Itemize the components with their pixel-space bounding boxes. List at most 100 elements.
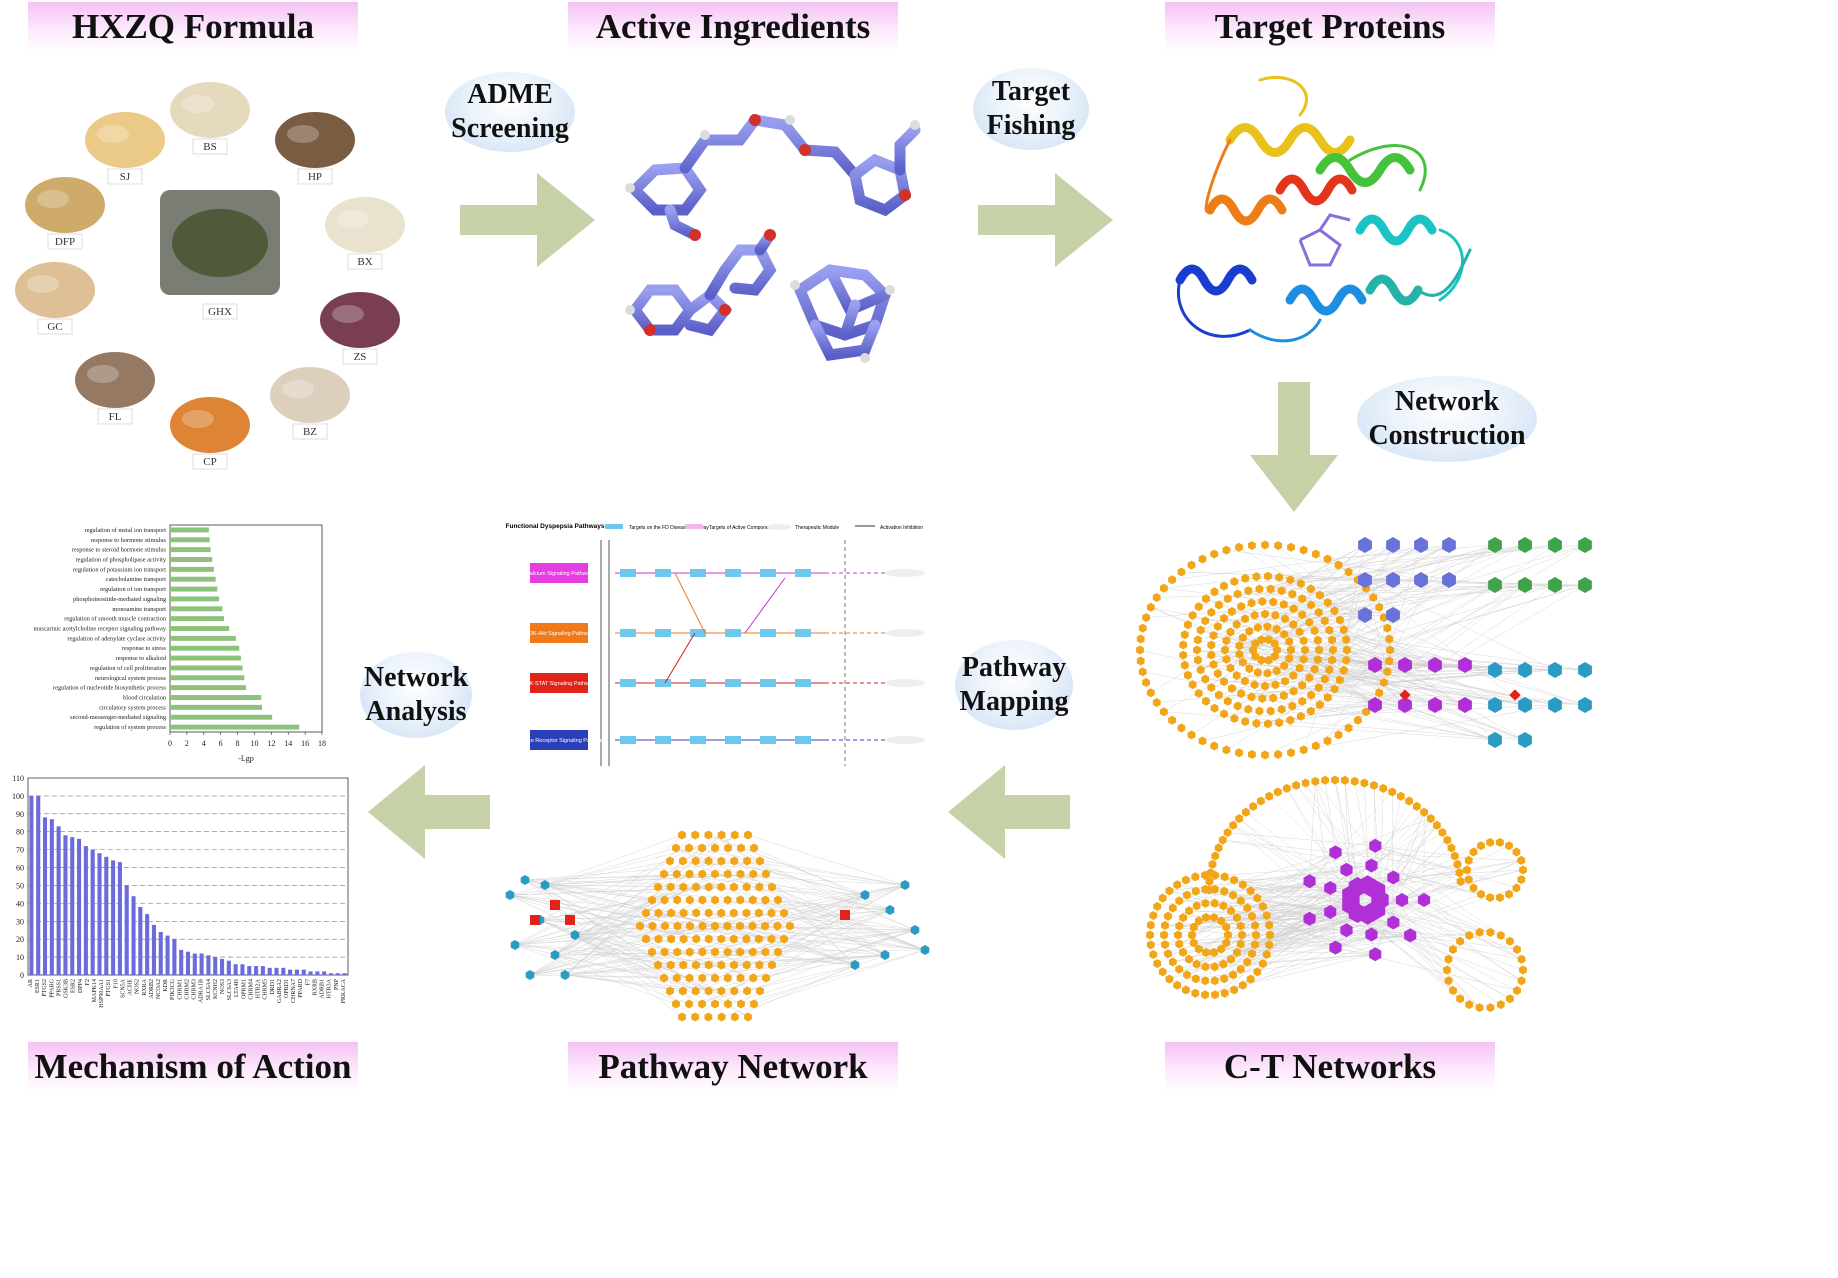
compound-node bbox=[1180, 660, 1189, 670]
compound-node bbox=[1221, 645, 1229, 655]
atoms bbox=[625, 115, 920, 363]
compound-node bbox=[1517, 976, 1526, 986]
compound-node bbox=[1244, 586, 1253, 596]
network-edge bbox=[740, 949, 926, 1005]
target-node bbox=[1329, 845, 1342, 860]
network-edge bbox=[688, 847, 906, 886]
network-edge bbox=[1281, 544, 1450, 710]
target-node bbox=[1442, 537, 1456, 553]
compound-node bbox=[698, 921, 707, 931]
compound-node bbox=[1253, 967, 1262, 977]
target-node bbox=[1488, 732, 1502, 748]
therapeutic-module bbox=[885, 679, 925, 687]
network-edge bbox=[1250, 845, 1376, 892]
compound-node bbox=[1210, 703, 1219, 713]
compound-node bbox=[1456, 936, 1464, 946]
compound-node bbox=[1219, 901, 1228, 911]
compound-node bbox=[1235, 641, 1244, 651]
network-edge bbox=[1373, 544, 1422, 703]
degree-bar bbox=[36, 795, 41, 975]
degree-bar bbox=[56, 826, 61, 975]
compound-node bbox=[679, 986, 687, 996]
y-tick-label: 110 bbox=[12, 774, 24, 783]
compound-node bbox=[1449, 945, 1457, 954]
compound-node bbox=[1218, 835, 1227, 845]
target-node bbox=[1303, 911, 1316, 926]
network-edge bbox=[1251, 852, 1336, 954]
compound-node bbox=[1244, 704, 1253, 714]
target-node bbox=[1518, 662, 1532, 678]
target-node bbox=[1578, 662, 1592, 678]
molecule-illustration bbox=[625, 114, 921, 363]
network-edge bbox=[1234, 934, 1372, 991]
go-category-label: response to stress bbox=[122, 645, 167, 652]
network-edge bbox=[682, 860, 926, 951]
compound-node bbox=[679, 960, 688, 970]
network-edge bbox=[1371, 865, 1482, 895]
compound-node bbox=[1255, 706, 1264, 716]
helix-yellow bbox=[1225, 123, 1355, 157]
compound-node bbox=[1232, 620, 1241, 629]
compound-node bbox=[711, 895, 719, 905]
network-edge bbox=[529, 899, 690, 976]
compound-node bbox=[666, 882, 675, 892]
degree-category-label: F2 bbox=[85, 979, 91, 985]
network-edge bbox=[1163, 544, 1556, 589]
compound-node bbox=[636, 921, 644, 931]
network-edge bbox=[645, 912, 926, 951]
y-tick-label: 0 bbox=[20, 971, 24, 980]
network-edge bbox=[771, 886, 891, 911]
network-edge bbox=[544, 834, 683, 886]
compound-node bbox=[730, 986, 739, 996]
compound-node bbox=[1261, 609, 1269, 619]
compound-node bbox=[1146, 940, 1155, 950]
network-edge bbox=[740, 899, 926, 951]
compound-node bbox=[1328, 635, 1336, 645]
herb-label: CP bbox=[203, 456, 216, 468]
compound-node bbox=[1201, 898, 1210, 908]
compound-node bbox=[1254, 668, 1262, 677]
target-box bbox=[795, 629, 811, 637]
compound-node bbox=[1328, 655, 1336, 665]
compound-node bbox=[1222, 545, 1231, 555]
herb-ghx: GHX bbox=[160, 190, 280, 320]
compound-node bbox=[1237, 601, 1246, 611]
network-edge bbox=[721, 860, 866, 896]
network-edge bbox=[544, 834, 749, 886]
compound-node bbox=[654, 908, 663, 918]
network-edge bbox=[721, 929, 916, 940]
degree-bar bbox=[111, 860, 116, 975]
network-edge bbox=[708, 834, 866, 896]
compound-node bbox=[672, 869, 681, 879]
compound-node bbox=[1253, 893, 1262, 903]
network-edge bbox=[1252, 579, 1394, 651]
herb-label-box bbox=[347, 253, 383, 270]
network-edge bbox=[1293, 608, 1366, 616]
target-box bbox=[620, 629, 636, 637]
compound-node bbox=[742, 882, 751, 892]
target-box bbox=[725, 629, 741, 637]
compound-node bbox=[1412, 801, 1421, 811]
network-edge bbox=[1335, 947, 1518, 991]
target-node bbox=[1548, 662, 1562, 678]
compound-node bbox=[1264, 655, 1273, 665]
compound-node bbox=[1210, 587, 1219, 597]
network-edge bbox=[574, 934, 665, 979]
compound-node bbox=[642, 934, 650, 944]
network-edge bbox=[1393, 812, 1425, 878]
target-node bbox=[1442, 572, 1456, 588]
compound-node bbox=[698, 999, 706, 1009]
herb-highlight bbox=[332, 305, 364, 323]
network-edge bbox=[1224, 922, 1394, 979]
target-box bbox=[760, 569, 776, 577]
compound-node bbox=[1213, 669, 1222, 679]
compound-node bbox=[767, 908, 776, 918]
herb-label-box bbox=[292, 423, 328, 440]
compound-node bbox=[1477, 889, 1485, 899]
degree-category-label: NOS3 bbox=[220, 979, 226, 994]
compound-node bbox=[729, 934, 738, 944]
target-node bbox=[1387, 870, 1400, 885]
cross-link bbox=[674, 572, 706, 634]
compound-node bbox=[692, 934, 701, 944]
